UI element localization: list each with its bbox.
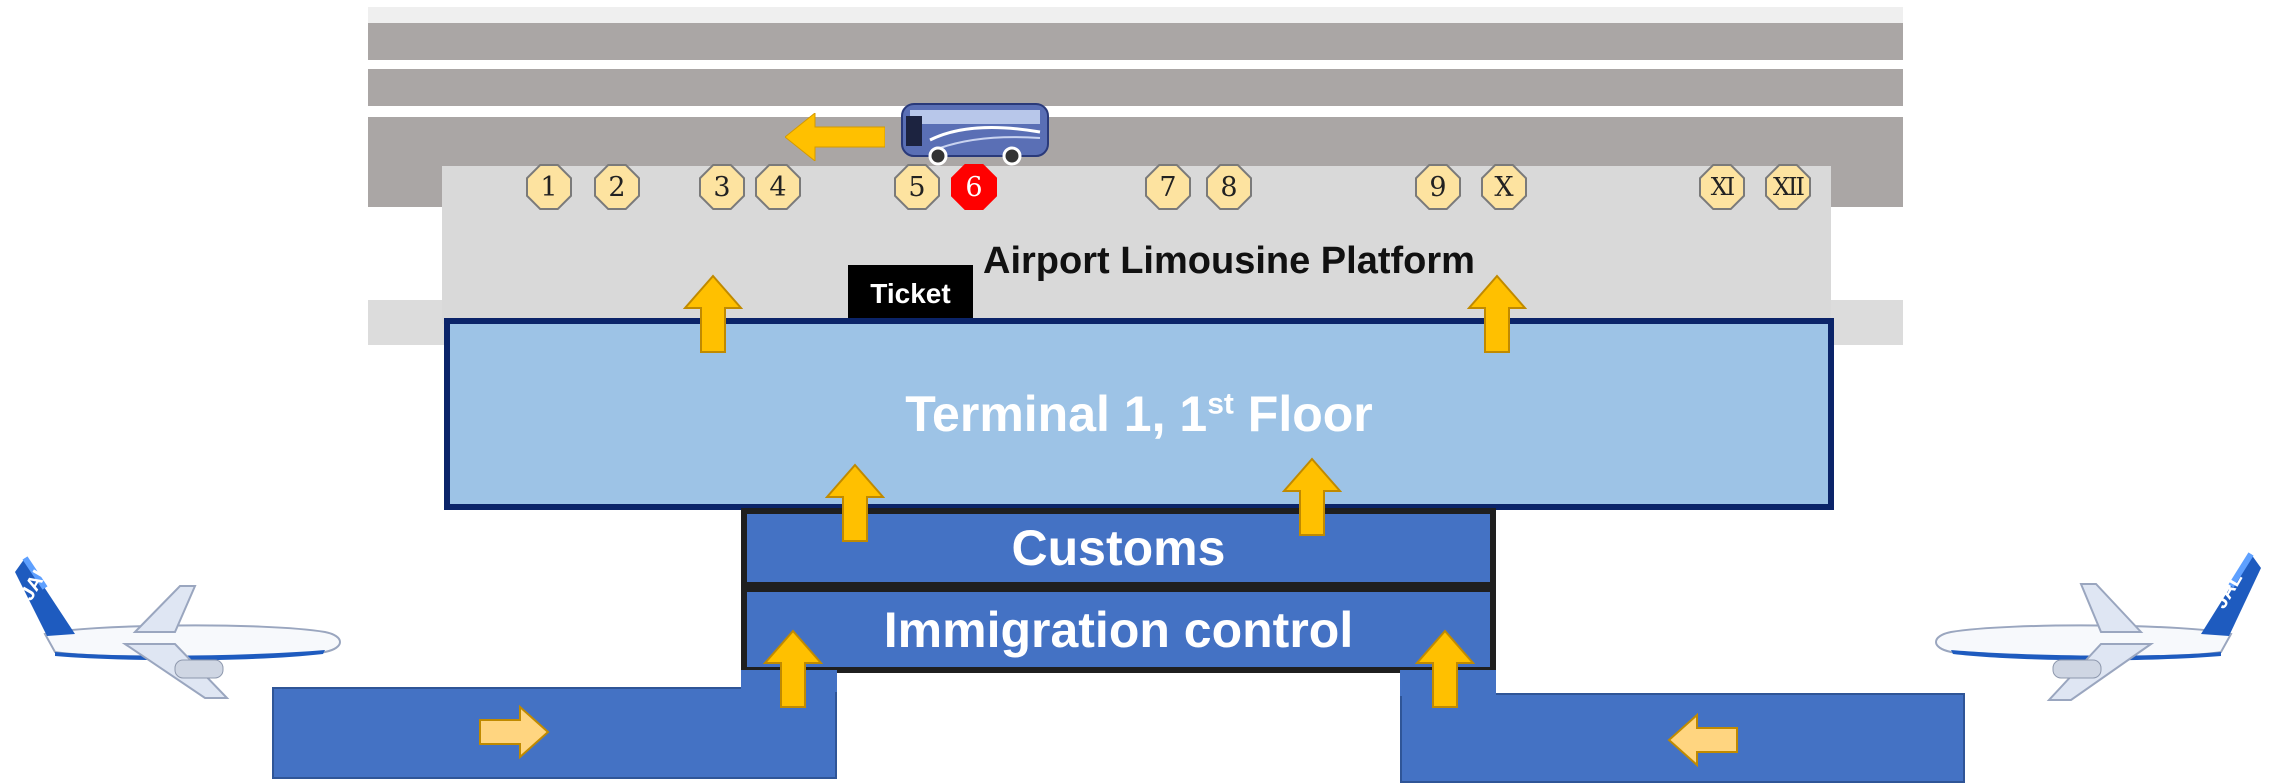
bus-stop-label: 5 <box>896 166 938 208</box>
left-arrow-icon <box>785 113 885 161</box>
up-arrow-icon <box>825 463 885 542</box>
bus-stop-10: X <box>1481 164 1527 210</box>
bus-stop-8: 8 <box>1206 164 1252 210</box>
terminal-floor: Terminal 1, 1st Floor <box>444 318 1834 510</box>
up-arrow-icon <box>1467 274 1527 353</box>
up-arrow-icon <box>683 274 743 353</box>
bus-stop-1: 1 <box>526 164 572 210</box>
bus-stop-label: 8 <box>1208 166 1250 208</box>
bus-stop-4: 4 <box>755 164 801 210</box>
bus-stop-label: 1 <box>528 166 570 208</box>
bus-stop-7: 7 <box>1145 164 1191 210</box>
limousine-platform <box>442 166 1831 324</box>
bus-stop-label: 6 <box>953 166 995 208</box>
ticket-counter: Ticket <box>848 265 973 323</box>
bus-stop-label: 4 <box>757 166 799 208</box>
bus-stop-5: 5 <box>894 164 940 210</box>
bus-stop-2: 2 <box>594 164 640 210</box>
immigration-label: Immigration control <box>883 601 1354 658</box>
bus-stop-label: 3 <box>701 166 743 208</box>
bus-stop-label: X <box>1483 166 1525 208</box>
airplane-icon: JAL <box>15 556 341 699</box>
terminal-label: Terminal 1, 1st Floor <box>905 386 1373 442</box>
bus-stop-6: 6 <box>951 164 997 210</box>
bus-stop-12: XII <box>1765 164 1811 210</box>
road-lane-top <box>368 7 1903 23</box>
left-arrow-icon <box>1667 713 1738 767</box>
platform-title: Airport Limousine Platform <box>983 240 1475 282</box>
bus-stop-label: XI <box>1701 166 1743 208</box>
bus-stop-label: 7 <box>1147 166 1189 208</box>
immigration-area: Immigration control <box>741 586 1496 673</box>
right-arrow-icon <box>479 705 550 759</box>
road-lane <box>368 69 1903 106</box>
bus-stop-label: 9 <box>1417 166 1459 208</box>
up-arrow-icon <box>763 629 823 708</box>
up-arrow-icon <box>1282 457 1342 536</box>
arrival-corridor-left <box>272 687 837 779</box>
bus-stop-label: XII <box>1767 166 1809 208</box>
bus-stop-3: 3 <box>699 164 745 210</box>
bus-icon <box>901 103 1049 166</box>
customs-label: Customs <box>1011 520 1226 576</box>
airplane-icon: JAL <box>1935 552 2261 701</box>
bus-stop-11: XI <box>1699 164 1745 210</box>
bus-stop-label: 2 <box>596 166 638 208</box>
road-lane <box>368 23 1903 60</box>
bus-stop-9: 9 <box>1415 164 1461 210</box>
up-arrow-icon <box>1415 629 1475 708</box>
